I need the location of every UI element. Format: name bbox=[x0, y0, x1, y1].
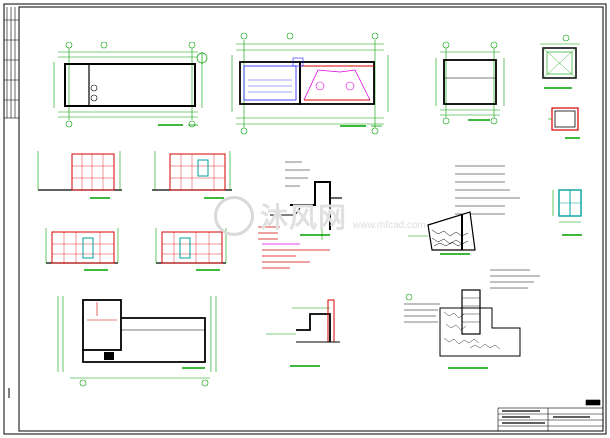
retaining-wall-detail bbox=[408, 165, 520, 255]
stair-section-detail bbox=[266, 299, 340, 367]
elevation-1 bbox=[37, 151, 122, 199]
roof-detail-plan bbox=[540, 34, 580, 139]
elevation-4 bbox=[155, 228, 227, 271]
building-section bbox=[57, 296, 217, 387]
waterproof-detail bbox=[404, 269, 540, 369]
north-arrow-icon bbox=[196, 52, 208, 64]
window-detail bbox=[552, 189, 582, 236]
elevation-2 bbox=[152, 151, 232, 199]
drawing-frame bbox=[3, 3, 607, 435]
title-block bbox=[497, 399, 604, 432]
stair-hatch bbox=[248, 79, 292, 93]
elevation-3 bbox=[45, 228, 119, 271]
second-floor-plan bbox=[231, 32, 389, 135]
ground-floor-plan bbox=[53, 41, 208, 128]
wall-detail bbox=[258, 161, 342, 269]
roof-plan bbox=[435, 41, 505, 125]
